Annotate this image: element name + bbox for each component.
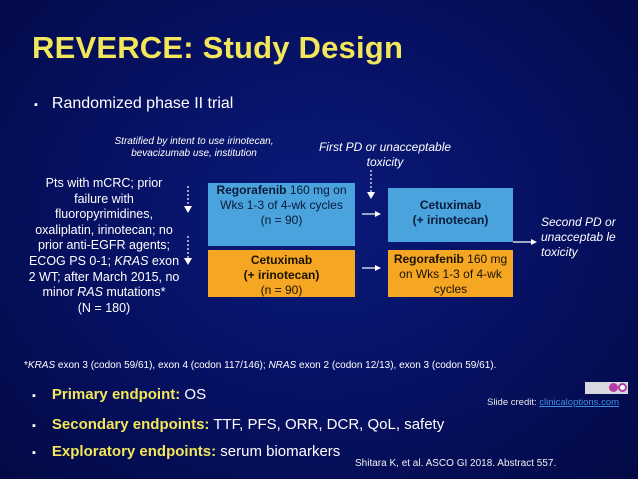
- arm-a-count: (n = 90): [260, 213, 303, 227]
- secondary-endpoints-label: Secondary endpoints:: [51, 416, 210, 433]
- exploratory-endpoints-value: serum biomarkers: [216, 443, 341, 460]
- stratification-arrowhead-b: [184, 258, 192, 265]
- kras-label: KRAS: [114, 253, 149, 268]
- cco-logo-icon: [585, 382, 628, 394]
- footnote-kras-detail: exon 3 (codon 59/61), exon 4 (codon 117/…: [55, 360, 269, 371]
- design-bullet: ▪ Randomized phase II trial: [34, 95, 233, 113]
- secondary-endpoints: ▪ Secondary endpoints: TTF, PFS, ORR, DCR…: [32, 416, 444, 433]
- arm-a-first-dose: 160 mg on Wks 1-3 of 4-wk cycles: [220, 183, 347, 212]
- arm-b-regorafenib-box: Regorafenib 160 mg on Wks 1-3 of 4-wk cy…: [388, 250, 513, 297]
- primary-endpoint-label: Primary endpoint:: [51, 386, 181, 403]
- exploratory-endpoints: ▪ Exploratory endpoints: serum biomarkers: [32, 443, 340, 460]
- patient-count: (N = 180): [77, 300, 131, 315]
- second-pd-arrowhead: [531, 239, 537, 245]
- arm-a-regorafenib-box: Regorafenib 160 mg on Wks 1-3 of 4-wk cy…: [208, 183, 355, 246]
- primary-endpoint-value: OS: [180, 386, 207, 403]
- bullet-icon: ▪: [32, 447, 36, 459]
- arm-b-count: (n = 90): [260, 283, 303, 297]
- footnote-nras: NRAS: [268, 360, 297, 371]
- slide-credit: Slide credit: clinicaloptions.com: [487, 397, 619, 408]
- second-pd-note: Second PD or unacceptab le toxicity: [541, 215, 616, 259]
- slide-title: REVERCE: Study Design: [32, 30, 404, 65]
- arm-a-second-regimen: (+ irinotecan): [412, 213, 489, 227]
- patient-criteria-part1: Pts with mCRC; prior failure with fluoro…: [28, 176, 173, 268]
- arm-b-first-drug: Cetuximab: [250, 253, 313, 267]
- stratification-arrowhead-a: [184, 206, 192, 213]
- patient-criteria-part2: exon 2 WT; after March 2015, no minor: [28, 253, 180, 300]
- arm-b-second-drug: Regorafenib: [393, 252, 464, 266]
- arm-b-first-regimen: (+ irinotecan): [243, 268, 320, 282]
- crossover-arrowhead-a: [375, 211, 381, 217]
- mutation-footnote: *KRAS exon 3 (codon 59/61), exon 4 (codo…: [24, 360, 496, 371]
- arm-a-cetuximab-box: Cetuximab (+ irinotecan): [388, 188, 513, 242]
- logo-circle-icon: [609, 383, 618, 392]
- exploratory-endpoints-label: Exploratory endpoints:: [51, 443, 217, 460]
- stratification-note: Stratified by intent to use irinotecan, …: [114, 136, 274, 159]
- arm-a-second-drug: Cetuximab: [419, 198, 482, 212]
- patient-criteria-part3: mutations*: [102, 285, 166, 300]
- bullet-icon: ▪: [32, 390, 36, 402]
- slide-credit-label: Slide credit:: [487, 397, 540, 408]
- footnote-nras-detail: exon 2 (codon 12/13), exon 3 (codon 59/6…: [296, 360, 497, 371]
- primary-endpoint: ▪ Primary endpoint: OS: [32, 386, 206, 403]
- ras-label: RAS: [77, 285, 103, 300]
- first-pd-arrowhead: [367, 192, 375, 199]
- arm-a-first-drug: Regorafenib: [216, 183, 287, 197]
- citation: Shitara K, et al. ASCO GI 2018. Abstract…: [355, 458, 557, 469]
- arm-b-cetuximab-box: Cetuximab (+ irinotecan) (n = 90): [208, 250, 355, 297]
- secondary-endpoints-value: TTF, PFS, ORR, DCR, QoL, safety: [209, 416, 445, 433]
- patient-criteria: Pts with mCRC; prior failure with fluoro…: [28, 176, 180, 316]
- design-bullet-text: Randomized phase II trial: [51, 95, 234, 112]
- first-pd-note: First PD or unacceptable toxicity: [318, 140, 452, 169]
- footnote-star: *: [24, 360, 28, 371]
- bullet-icon: ▪: [32, 420, 36, 432]
- logo-ring-icon: [618, 383, 627, 392]
- arm-b-second-dose: 160 mg on Wks 1-3 of 4-wk cycles: [399, 252, 508, 296]
- bullet-icon: ▪: [34, 99, 38, 111]
- slide-credit-link[interactable]: clinicaloptions.com: [539, 397, 620, 408]
- footnote-kras: KRAS: [27, 360, 56, 371]
- crossover-arrowhead-b: [375, 265, 381, 271]
